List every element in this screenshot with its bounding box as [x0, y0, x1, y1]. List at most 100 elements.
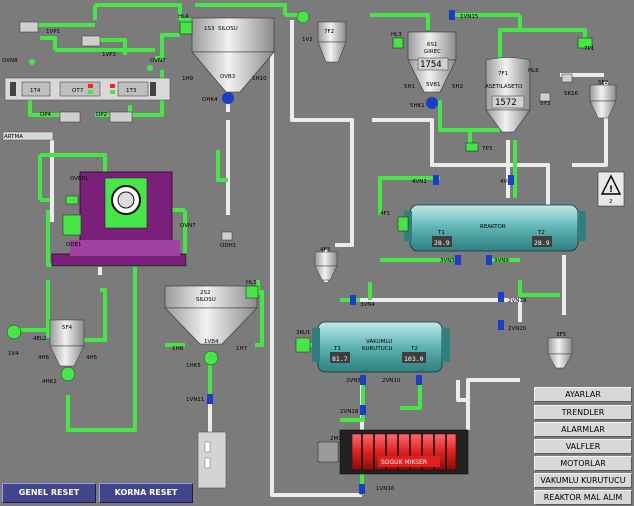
label-2m1: 2M1 — [330, 436, 342, 442]
label-5k16: 5K16 — [564, 91, 579, 97]
label-5vb1: 5VB1 — [426, 82, 441, 88]
label-1vn16: 1VN16 — [376, 486, 395, 492]
valve-2vn19 — [498, 292, 504, 302]
label-4hk2: 4HK2 — [42, 379, 57, 385]
silo-6s1-girec[interactable]: 1754 HL3 6S1 GIREC 5VB1 5H1 5H2 5HK1 1VN… — [391, 14, 479, 109]
label-3ku1: 3KU1 — [296, 330, 310, 336]
label-3f5: 3F5 — [556, 332, 567, 338]
label-3vn4: 3VN4 — [360, 302, 375, 308]
label-soguk-mikser: SOGUK MIKSER — [381, 459, 427, 466]
warning-sign-number: 2 — [609, 199, 613, 205]
label-7p1: 7P1 — [584, 46, 594, 52]
label-5h1: 5H1 — [404, 84, 415, 90]
label-4f3: 4F3 — [320, 247, 331, 253]
label-4f1: 4F1 — [380, 211, 390, 217]
filter-7f2[interactable]: 1V2 7F2 — [296, 10, 347, 63]
purple-press[interactable]: OVEP1 ODE1 OVN7 ODH1 — [51, 171, 236, 267]
label-7f1: 7F1 — [498, 71, 508, 77]
label-artma: ARTMA — [4, 134, 23, 140]
valve-4vn1 — [433, 175, 439, 185]
menu-trendler-button[interactable]: TRENDLER — [534, 405, 632, 420]
label-1vp1: 1VP1 — [46, 29, 60, 35]
label-dp2: DP2 — [96, 112, 107, 118]
label-ovn8: OVN8 — [2, 58, 18, 64]
menu-alarmlar-button[interactable]: ALARMLAR — [534, 422, 632, 437]
filter-3f5[interactable]: 3F5 — [547, 332, 573, 369]
reactor-t2-value: 28.9 — [534, 239, 550, 247]
label-asetilaseto: ASETILASETO — [485, 84, 523, 90]
filter-5f4[interactable]: 5F4 4EL2 1V4 4H6 4H5 4HK2 — [6, 319, 98, 385]
valve-1vn11 — [207, 394, 213, 404]
label-4vn1: 4VN1 — [412, 179, 427, 185]
genel-reset-button[interactable]: GENEL RESET — [2, 483, 96, 503]
reactor[interactable]: 4F1 REAKTOR T1 T2 28.9 28.9 4VN1 4VN2 — [380, 179, 586, 252]
label-1h9: 1H9 — [182, 76, 194, 82]
label-4el2: 4EL2 — [33, 336, 47, 342]
menu-valfler-button[interactable]: VALFLER — [534, 439, 632, 454]
label-1s3: 1S3 — [204, 26, 215, 32]
label-dryer-t2: T2 — [410, 346, 418, 352]
label-7p3: 7P3 — [482, 146, 493, 152]
green-pipes — [20, 3, 587, 495]
cold-mixer[interactable]: SOGUK MIKSER 2M1 1VN16 — [317, 429, 469, 492]
menu-reaktor-mal-alim-button[interactable]: REAKTOR MAL ALIM — [534, 490, 632, 505]
valve-2vn10 — [416, 375, 422, 385]
label-6s1: 6S1 — [427, 42, 438, 48]
label-5f2: 5F2 — [598, 80, 608, 86]
silo-2s2[interactable]: 2S2 SILOSU HL5 1H8 1VB4 1H7 1HK5 1VN11 — [164, 280, 259, 489]
korna-reset-button[interactable]: KORNA RESET — [99, 483, 193, 503]
label-7v2: 1V2 — [302, 37, 313, 43]
menu-motorlar-button[interactable]: MOTORLAR — [534, 456, 632, 471]
label-kurutucu: KURUTUCU — [362, 346, 393, 352]
valve-3vn3 — [455, 255, 461, 265]
label-1vn15: 1VN15 — [460, 14, 479, 20]
label-2vn18: 2VN18 — [340, 409, 359, 415]
filter-4f3[interactable]: 4F3 — [314, 247, 338, 281]
label-4h6: 4H6 — [38, 355, 50, 361]
label-5hk1: 5HK1 — [410, 103, 425, 109]
dryer-t2-value: 103.0 — [404, 355, 424, 363]
menu-vakumlu-kurutucu-button[interactable]: VAKUMLU KURUTUCU — [534, 473, 632, 488]
warning-sign-icon[interactable]: ! 2 — [597, 171, 625, 207]
label-1t3: 1T3 — [126, 88, 137, 94]
top-left-valve-train — [2, 21, 171, 141]
label-1v4: 1V4 — [8, 351, 19, 357]
label-1vn11: 1VN11 — [186, 397, 204, 403]
label-reactor-t1: T1 — [437, 230, 445, 236]
valve-markers[interactable] — [207, 10, 514, 494]
girec-weight-value: 1754 — [420, 60, 442, 70]
label-silosu-1: SILOSU — [218, 26, 238, 32]
valve-2vn18 — [360, 405, 366, 415]
label-ovn7: OVN7 — [180, 223, 196, 229]
valve-1vn15 — [449, 10, 455, 20]
label-hl3: HL3 — [391, 32, 402, 38]
label-4vn2: 4VN2 — [500, 179, 515, 185]
valve-3vn9 — [486, 255, 492, 265]
label-2s2: 2S2 — [200, 290, 211, 296]
top-left-labels: OVN8 1VP1 1VP2 OVN7 DP4 DP2 ARTMA 1T4 OT… — [2, 29, 166, 140]
tank-asetilaseto[interactable]: 1572 7F1 ASETILASETO HL6 5Y3 5K16 5F2 7P… — [465, 37, 617, 152]
label-hl6: HL6 — [528, 68, 539, 74]
label-3vn9: 3VN9 — [494, 258, 509, 264]
label-ovep1: OVEP1 — [70, 176, 88, 182]
label-dryer-t1: T1 — [333, 346, 341, 352]
dryer-t1-value: 81.7 — [332, 355, 348, 363]
label-ode1: ODE1 — [66, 242, 82, 248]
vacuum-dryer[interactable]: 3KU1 VAKUMLU KURUTUCU T1 T2 81.7 103.0 — [295, 321, 450, 373]
asetilaseto-level-value: 1572 — [495, 98, 517, 108]
silo-1s3[interactable]: HL4 1S3 SILOSU 1H9 OVB3 1H10 OHK4 — [178, 14, 275, 104]
label-2vn19: 2VN19 — [508, 298, 527, 304]
dryer-valve-labels: 3VN3 3VN9 3VN4 2VN5 2VN10 2VN18 2VN19 2V… — [340, 258, 527, 415]
label-1vb4: 1VB4 — [204, 339, 219, 345]
label-ohk4: OHK4 — [202, 97, 218, 103]
valve-4vn2 — [508, 175, 514, 185]
label-1h8: 1H8 — [172, 346, 184, 352]
valve-2vn5 — [360, 375, 366, 385]
label-girec: GIREC — [424, 49, 441, 55]
label-7f2: 7F2 — [324, 29, 334, 35]
menu-ayarlar-button[interactable]: AYARLAR — [534, 387, 632, 402]
label-reactor-t2: T2 — [537, 230, 545, 236]
label-silosu-2: SILOSU — [196, 297, 216, 303]
svg-text:!: ! — [609, 185, 613, 195]
